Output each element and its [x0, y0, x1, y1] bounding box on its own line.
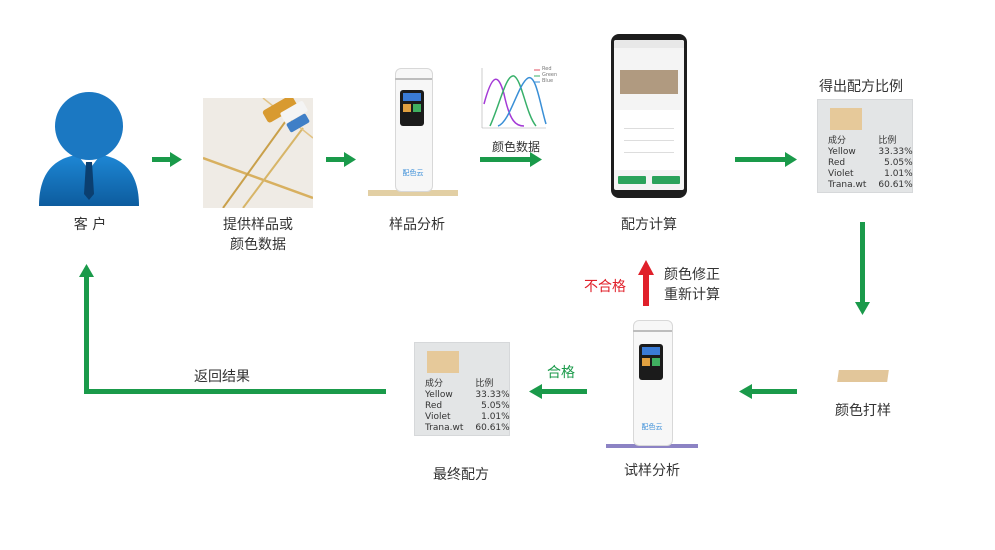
smartphone-app: [611, 34, 687, 198]
color-swatch: [830, 108, 862, 130]
arrow-4: [735, 157, 785, 162]
user-icon: [37, 90, 141, 206]
sample-analysis-label: 样品分析: [389, 217, 445, 233]
legend-green: Green: [542, 72, 558, 78]
formula-calc-label: 配方计算: [621, 217, 677, 233]
arrow-3: [480, 157, 530, 162]
arrow-2: [326, 157, 344, 162]
arrow-8-v: [84, 276, 89, 394]
customer-label: 客 户: [73, 217, 107, 233]
device-brand: 配色云: [402, 169, 424, 177]
arrow-fail: [643, 274, 649, 306]
fail-label: 不合格: [584, 279, 626, 295]
spectrum-chart: Red Green Blue: [470, 64, 560, 138]
arrow-1: [152, 157, 170, 162]
color-data-label: 颜色数据: [491, 140, 540, 154]
arrow-8-h: [84, 389, 386, 394]
sample-photo: [203, 98, 313, 208]
return-result-label: 返回结果: [194, 369, 250, 385]
legend-red: Red: [542, 66, 552, 72]
device-brand-trial: 配色云: [641, 423, 663, 431]
provide-sample-label-1: 提供样品或: [223, 217, 293, 233]
trial-analysis-label: 试样分析: [624, 463, 680, 479]
arrow-7: [542, 389, 587, 394]
arrow-6: [752, 389, 797, 394]
colorimeter-device: 配色云: [368, 68, 458, 198]
color-correct-label-1: 颜色修正: [664, 267, 720, 283]
get-ratio-label: 得出配方比例: [819, 79, 903, 95]
colorimeter-device-trial: 配色云: [606, 320, 698, 450]
provide-sample-label-2: 颜色数据: [230, 237, 286, 253]
arrow-5: [860, 222, 865, 302]
color-proofing-label: 颜色打样: [835, 403, 891, 419]
color-swatch-final: [427, 351, 459, 373]
color-correct-label-2: 重新计算: [664, 287, 720, 303]
pass-label: 合格: [547, 365, 575, 381]
legend-blue: Blue: [542, 78, 554, 84]
final-formula-label: 最终配方: [433, 467, 489, 483]
